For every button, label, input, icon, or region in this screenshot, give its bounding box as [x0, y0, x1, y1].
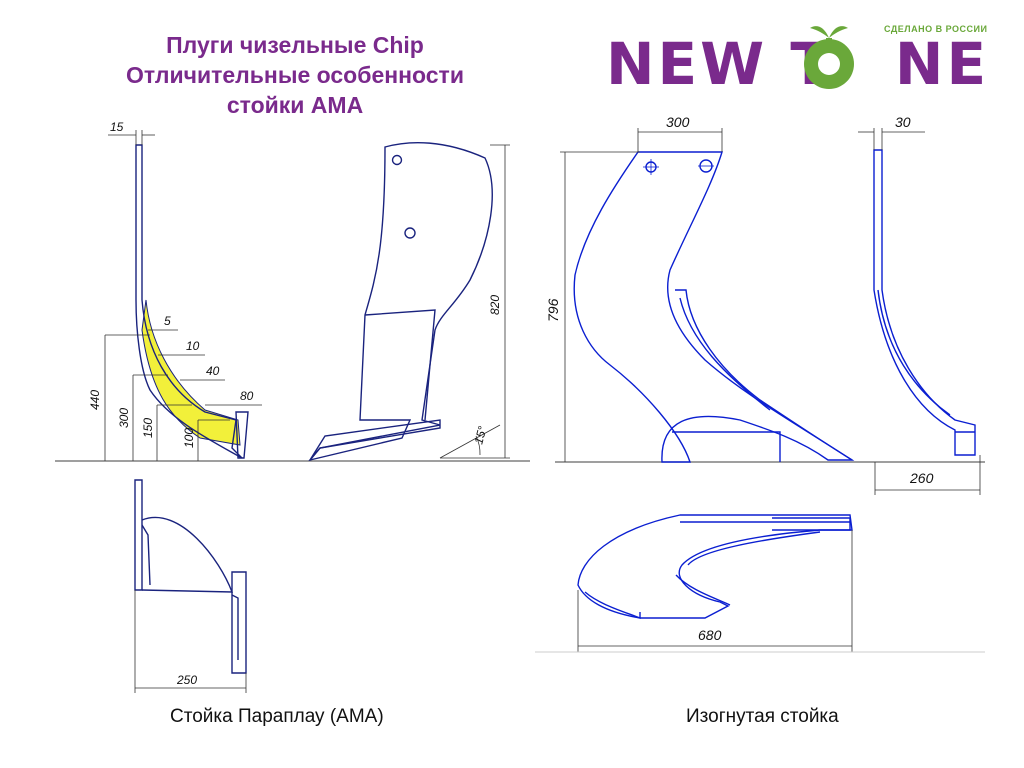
brand-name-part-2: NE	[894, 30, 990, 98]
curved-top-dimension-lines	[577, 530, 853, 652]
curved-shank-front-view	[873, 149, 976, 456]
dim-height-100: 100	[182, 428, 196, 448]
dim-10: 10	[186, 339, 200, 353]
title-line-2: Отличительные особенности	[126, 62, 464, 88]
curved-shank-top-view	[577, 514, 853, 620]
made-in-russia-label: СДЕЛАНО В РОССИИ	[884, 24, 988, 34]
dim-length-680: 680	[698, 627, 722, 643]
ama-top-dimension-lines	[134, 590, 247, 693]
dim-height-150: 150	[141, 418, 155, 438]
dim-40: 40	[206, 364, 220, 378]
ama-shank-side-view	[55, 130, 530, 462]
curved-front-dimension-lines	[858, 128, 981, 495]
caption-ama-shank: Стойка Параплау (АМА)	[170, 706, 384, 727]
title-line-3: стойки АМА	[226, 92, 364, 118]
page-title: Плуги чизельные Chip Отличительные особе…	[60, 30, 530, 120]
ama-side-dimension-lines	[104, 134, 262, 461]
brand-name-part-1: NEW T	[606, 30, 833, 98]
dim-top-width-300: 300	[666, 114, 690, 130]
dim-thickness-30: 30	[895, 114, 911, 130]
ama-shank-top-view	[134, 479, 247, 674]
title-line-1: Плуги чизельные Chip	[166, 32, 424, 58]
dim-5: 5	[164, 314, 171, 328]
apple-logo-icon	[804, 26, 854, 89]
dim-top-width: 15	[110, 120, 124, 134]
ama-shank-front-view	[308, 141, 493, 462]
dim-height-796: 796	[545, 298, 561, 322]
dim-depth-260: 260	[909, 470, 934, 486]
dim-80: 80	[240, 389, 254, 403]
ama-front-dimension-lines	[439, 144, 510, 459]
dim-angle: 15°	[471, 424, 489, 445]
curved-side-dimension-lines	[560, 128, 723, 462]
dim-height-820: 820	[488, 295, 502, 315]
dim-height-300: 300	[117, 408, 131, 428]
dim-bottom-width: 250	[176, 673, 197, 687]
curved-shank-side-view	[555, 151, 985, 463]
dim-height-440: 440	[88, 390, 102, 410]
caption-curved-shank: Изогнутая стойка	[686, 706, 839, 727]
